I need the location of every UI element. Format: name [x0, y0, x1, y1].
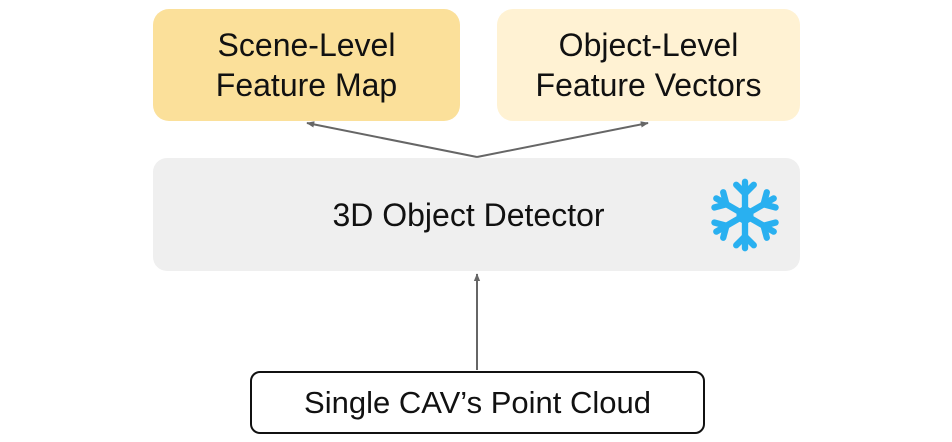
snowflake-icon: [711, 178, 779, 252]
scene-box-line1: Scene-Level: [217, 27, 396, 63]
input-label: Single CAV’s Point Cloud: [304, 384, 651, 420]
object-box-line2: Feature Vectors: [535, 67, 762, 103]
object-box-line1: Object-Level: [558, 27, 739, 63]
point-cloud-input-box: Single CAV’s Point Cloud: [250, 371, 705, 434]
object-level-feature-vectors-box: Object-Level Feature Vectors: [497, 9, 800, 121]
scene-box-line2: Feature Map: [215, 67, 398, 103]
3d-object-detector-box: 3D Object Detector: [153, 158, 800, 271]
scene-level-feature-map-box: Scene-Level Feature Map: [153, 9, 460, 121]
detector-label: 3D Object Detector: [332, 196, 605, 233]
arrow-detector-to-object: [476, 121, 649, 158]
arrow-detector-to-scene: [306, 121, 478, 158]
